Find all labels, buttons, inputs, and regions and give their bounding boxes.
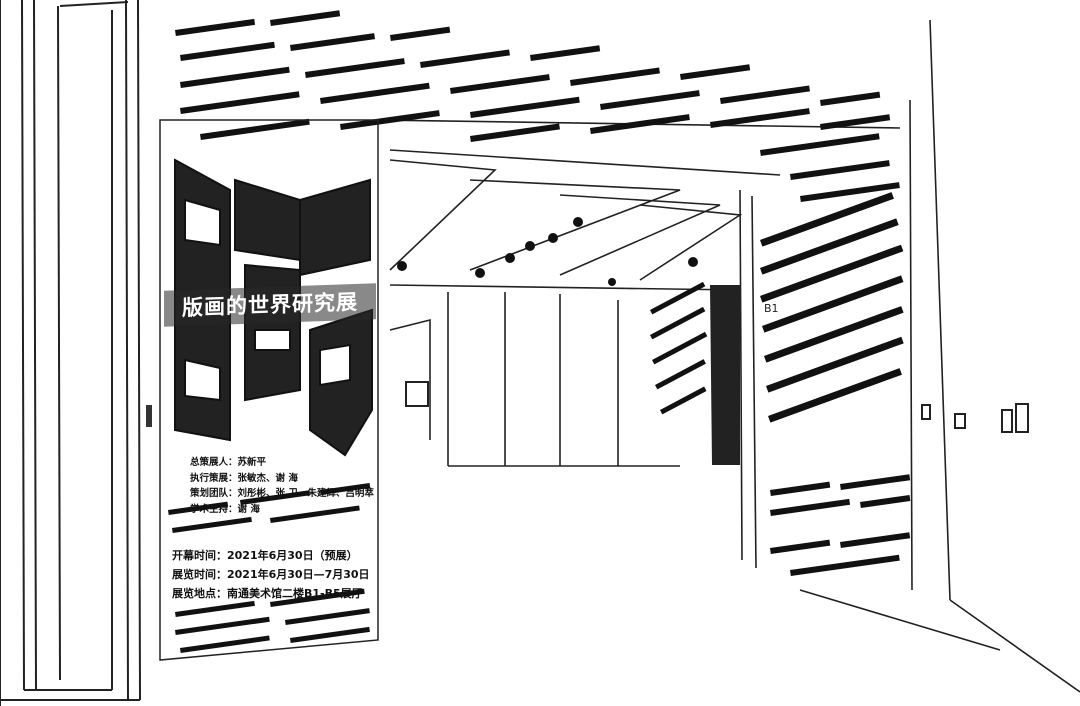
credit-row-chief-curator: 总策展人： 苏新平: [190, 455, 380, 471]
credit-row-executive-curators: 执行策展： 张敏杰、谢 海: [190, 471, 380, 487]
poster-stripes-lower: [167, 483, 371, 653]
credit-label: 策划团队：: [190, 488, 238, 499]
info-value: 南通美术馆二楼B1-B5展厅: [227, 587, 363, 600]
credit-value: 谢 海: [237, 503, 260, 515]
info-value: 2021年6月30日—7月30日: [227, 568, 370, 581]
poster-credits: 总策展人： 苏新平 执行策展： 张敏杰、谢 海 策划团队： 刘彤彬、张 卫、朱建…: [190, 455, 380, 517]
credit-value: 刘彤彬、张 卫、朱建辉、吕明萃: [237, 488, 374, 499]
wall-switches: [921, 403, 1029, 433]
door-handle: [146, 405, 152, 427]
left-door-frame: [0, 0, 141, 706]
info-value: 2021年6月30日（预展）: [227, 549, 358, 562]
credit-label: 学术主持：: [190, 503, 238, 515]
corridor-structure: [379, 19, 1080, 693]
credit-value: 张敏杰、谢 海: [237, 472, 298, 484]
poster-title: 版画的世界研究展: [164, 283, 376, 327]
credit-row-planning-team: 策划团队： 刘彤彬、张 卫、朱建辉、吕明萃: [190, 486, 380, 502]
far-wall-stripes: [649, 281, 740, 465]
info-label: 展览地点：: [172, 587, 227, 600]
credit-label: 执行策展：: [190, 472, 238, 484]
info-exhibition-period: 展览时间：2021年6月30日—7月30日: [172, 565, 377, 584]
stripe-pattern-top: [175, 10, 900, 202]
credit-value: 苏新平: [237, 457, 267, 468]
far-artwork-frame: [405, 381, 429, 407]
info-opening-time: 开幕时间：2021年6月30日（预展）: [172, 546, 377, 565]
stripe-pattern-right-wall: [759, 192, 911, 576]
info-label: 开幕时间：: [172, 549, 227, 562]
credit-label: 总策展人：: [190, 457, 238, 468]
credit-row-academic-host: 学术主持： 谢 海: [190, 502, 380, 518]
info-exhibition-venue: 展览地点：南通美术馆二楼B1-B5展厅: [172, 584, 377, 603]
room-sign-b1: B1: [764, 302, 779, 315]
poster-exhibition-info: 开幕时间：2021年6月30日（预展） 展览时间：2021年6月30日—7月30…: [172, 546, 377, 603]
ceiling-spotlights: [397, 217, 698, 286]
info-label: 展览时间：: [172, 568, 227, 581]
